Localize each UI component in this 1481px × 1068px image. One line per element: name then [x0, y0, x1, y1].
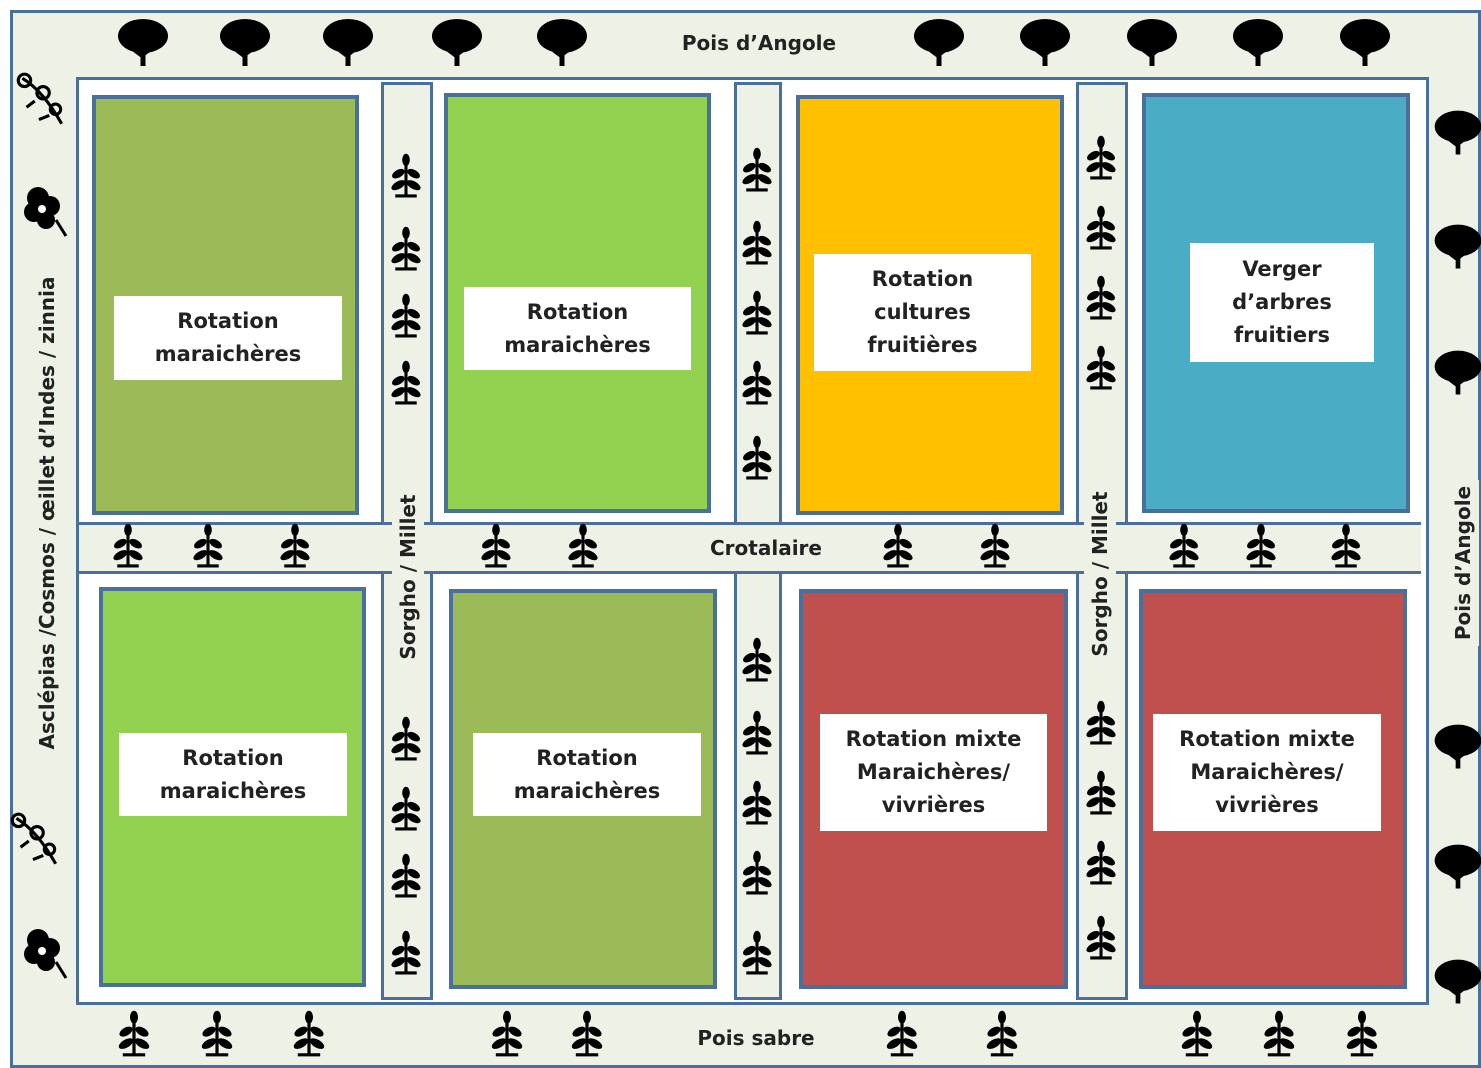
plant-icon	[742, 710, 772, 755]
plant-icon	[1346, 1010, 1378, 1057]
plant-icon	[742, 290, 772, 335]
plant-icon	[113, 523, 143, 568]
tree-icon	[1434, 350, 1481, 395]
plant-icon	[883, 523, 913, 568]
plant-icon	[293, 1010, 325, 1057]
plant-icon	[391, 293, 421, 338]
plant-icon	[886, 1010, 918, 1057]
plant-icon	[1086, 770, 1116, 815]
tree-icon	[1434, 224, 1481, 269]
tree-icon	[537, 19, 587, 66]
right-border-label: Pois d’Angole	[1447, 479, 1479, 647]
plant-icon	[742, 780, 772, 825]
plot-4-label: Verger d’arbres fruitiers	[1190, 243, 1374, 362]
plant-icon	[742, 435, 772, 480]
plant-icon	[481, 523, 511, 568]
bottom-border-label: Pois sabre	[667, 1014, 845, 1062]
plant-icon	[391, 153, 421, 198]
left-border-label: Asclépias /Cosmos / œillet d’Indes / zin…	[31, 270, 63, 756]
plant-icon	[391, 226, 421, 271]
flower-icon	[16, 72, 64, 125]
tree-icon	[914, 19, 964, 66]
tree-icon	[1340, 19, 1390, 66]
plant-icon	[1086, 915, 1116, 960]
plant-icon	[742, 930, 772, 975]
top-border-label: Pois d’Angole	[662, 20, 856, 66]
flower-icon	[10, 812, 58, 865]
plant-icon	[742, 147, 772, 192]
tree-icon	[1434, 844, 1481, 889]
plant-icon	[1086, 840, 1116, 885]
tree-icon	[1233, 19, 1283, 66]
plant-icon	[280, 523, 310, 568]
plant-icon	[1086, 205, 1116, 250]
plant-icon	[1181, 1010, 1213, 1057]
plant-icon	[986, 1010, 1018, 1057]
crotalaire-label: Crotalaire	[694, 525, 838, 571]
tree-icon	[1020, 19, 1070, 66]
tree-icon	[1434, 724, 1481, 769]
plant-icon	[391, 853, 421, 898]
plant-icon	[742, 360, 772, 405]
plant-icon	[742, 850, 772, 895]
plot-5-label: Rotation maraichères	[119, 733, 347, 816]
plot-7-label: Rotation mixte Maraichères/ vivrières	[820, 714, 1047, 831]
tree-icon	[1127, 19, 1177, 66]
plant-icon	[1086, 700, 1116, 745]
plant-icon	[571, 1010, 603, 1057]
plant-icon	[1086, 345, 1116, 390]
plot-6-label: Rotation maraichères	[473, 733, 701, 816]
plant-icon	[391, 930, 421, 975]
plant-icon	[201, 1010, 233, 1057]
plant-icon	[491, 1010, 523, 1057]
tree-icon	[118, 19, 168, 66]
plant-icon	[980, 523, 1010, 568]
plant-icon	[742, 637, 772, 682]
plant-icon	[1331, 523, 1361, 568]
plant-icon	[1263, 1010, 1295, 1057]
tree-icon	[1434, 110, 1481, 155]
sorgho-millet-left-label: Sorgho / Millet	[392, 488, 424, 666]
plot-3-label: Rotation cultures fruitières	[814, 254, 1031, 371]
sorgho-millet-right-label: Sorgho / Millet	[1084, 485, 1116, 663]
plant-icon	[568, 523, 598, 568]
tree-icon	[323, 19, 373, 66]
plot-8-label: Rotation mixte Maraichères/ vivrières	[1153, 714, 1381, 831]
plot-1-label: Rotation maraichères	[114, 296, 342, 380]
tree-icon	[220, 19, 270, 66]
plant-icon	[391, 360, 421, 405]
hibiscus-icon	[24, 929, 68, 979]
plot-2-label: Rotation maraichères	[464, 287, 691, 370]
plant-icon	[1086, 275, 1116, 320]
tree-icon	[1434, 959, 1481, 1004]
plant-icon	[118, 1010, 150, 1057]
tree-icon	[432, 19, 482, 66]
hibiscus-icon	[24, 187, 68, 237]
plant-icon	[1246, 523, 1276, 568]
plant-icon	[193, 523, 223, 568]
plant-icon	[391, 716, 421, 761]
plant-icon	[742, 220, 772, 265]
plant-icon	[391, 786, 421, 831]
plant-icon	[1169, 523, 1199, 568]
plant-icon	[1086, 135, 1116, 180]
